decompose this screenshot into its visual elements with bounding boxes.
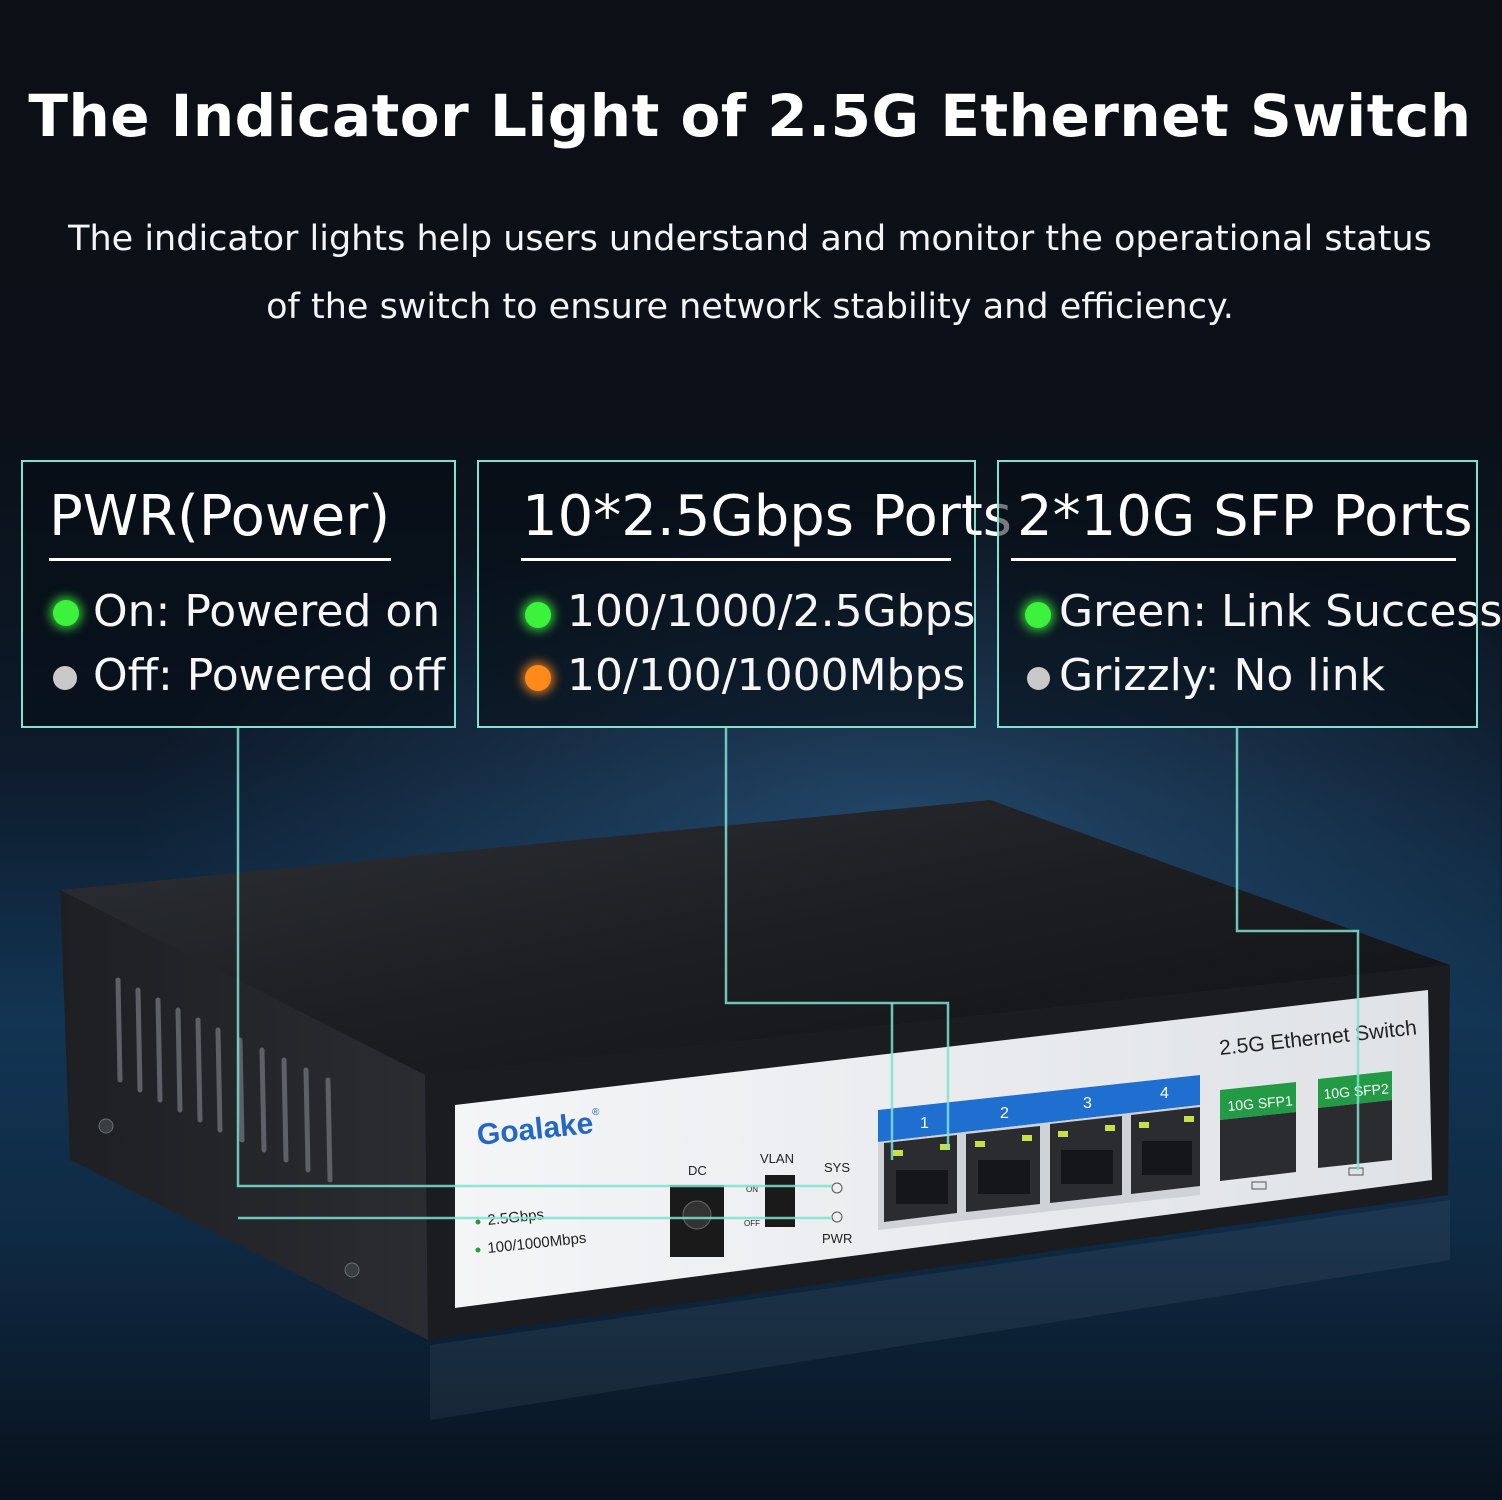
sfp-card-heading: 2*10G SFP Ports	[1017, 484, 1473, 549]
port-number-2: 2	[1000, 1105, 1009, 1122]
dc-label: DC	[688, 1163, 707, 1178]
ports-green-text: 100/1000/2.5Gbps	[567, 586, 976, 637]
page-subtitle: The indicator lights help users understa…	[60, 205, 1440, 341]
pwr-card-underline	[49, 558, 391, 561]
port-number-3: 3	[1083, 1095, 1092, 1112]
green-led-icon	[53, 600, 79, 626]
rj45-port-3	[1050, 1116, 1122, 1203]
sfp-grey-text: Grizzly: No link	[1059, 650, 1386, 701]
port-number-1: 1	[920, 1115, 929, 1132]
sfp-green-text: Green: Link Success	[1059, 586, 1502, 637]
ports-card: 10*2.5Gbps Ports 100/1000/2.5Gbps 10/100…	[477, 460, 1012, 728]
orange-led-icon	[525, 665, 551, 691]
port-number-strip	[878, 1075, 1200, 1142]
green-led-icon	[525, 602, 551, 628]
pwr-on-text: On: Powered on	[93, 586, 441, 637]
page-title: The Indicator Light of 2.5G Ethernet Swi…	[28, 82, 1472, 150]
vlan-on-label: ON	[746, 1185, 758, 1194]
subtitle-line-2: of the switch to ensure network stabilit…	[266, 287, 1234, 327]
pwr-leader-line	[236, 728, 832, 1188]
ports-card-heading: 10*2.5Gbps Ports	[522, 484, 1012, 549]
sfp1-label-strip	[1220, 1082, 1296, 1120]
dc-jack-hole	[682, 1200, 712, 1230]
vlan-off-label: OFF	[744, 1219, 760, 1228]
ports-orange-text: 10/100/1000Mbps	[567, 650, 966, 701]
sfp-leader-line	[1235, 728, 1360, 1170]
green-led-icon	[1025, 602, 1051, 628]
pwr-label: PWR	[822, 1231, 852, 1246]
grey-led-icon	[53, 666, 77, 690]
grey-led-icon	[1027, 667, 1050, 690]
sfp-card: 2*10G SFP Ports Green: Link Success Griz…	[997, 460, 1502, 728]
subtitle-line-1: The indicator lights help users understa…	[68, 219, 1432, 259]
floor-reflection	[430, 1200, 1450, 1420]
sfp2-label: 10G SFP2	[1323, 1080, 1390, 1102]
rj45-port-4	[1131, 1107, 1200, 1194]
sfp2-led	[1348, 1167, 1364, 1176]
rj45-port-1	[884, 1135, 957, 1222]
port-number-4: 4	[1160, 1085, 1169, 1102]
sfp2-label-strip	[1318, 1071, 1392, 1108]
sfp1-port	[1220, 1112, 1296, 1181]
leader-lines	[236, 728, 1360, 1220]
rj45-port-2	[966, 1126, 1040, 1212]
sfp1-label: 10G SFP1	[1227, 1092, 1294, 1114]
pwr-card: PWR(Power) On: Powered on Off: Powered o…	[21, 460, 456, 728]
pwr-off-text: Off: Powered off	[93, 650, 446, 701]
side-screw	[344, 1262, 360, 1278]
switch-top-panel	[60, 800, 1450, 1075]
legend-dot	[475, 1219, 481, 1225]
side-screw	[98, 1118, 114, 1134]
legend-dot	[475, 1247, 481, 1253]
registered-mark: ®	[592, 1107, 600, 1118]
sfp1-led	[1251, 1181, 1267, 1190]
pwr-card-heading: PWR(Power)	[49, 484, 391, 549]
sfp-card-underline	[1011, 558, 1456, 561]
ports-card-underline	[521, 558, 951, 561]
side-vents	[115, 977, 333, 1183]
sfp2-port	[1318, 1100, 1392, 1168]
vlan-label: VLAN	[760, 1151, 794, 1166]
sys-led	[831, 1182, 843, 1194]
ports-leader-line	[724, 728, 950, 1150]
sys-label: SYS	[824, 1160, 850, 1175]
